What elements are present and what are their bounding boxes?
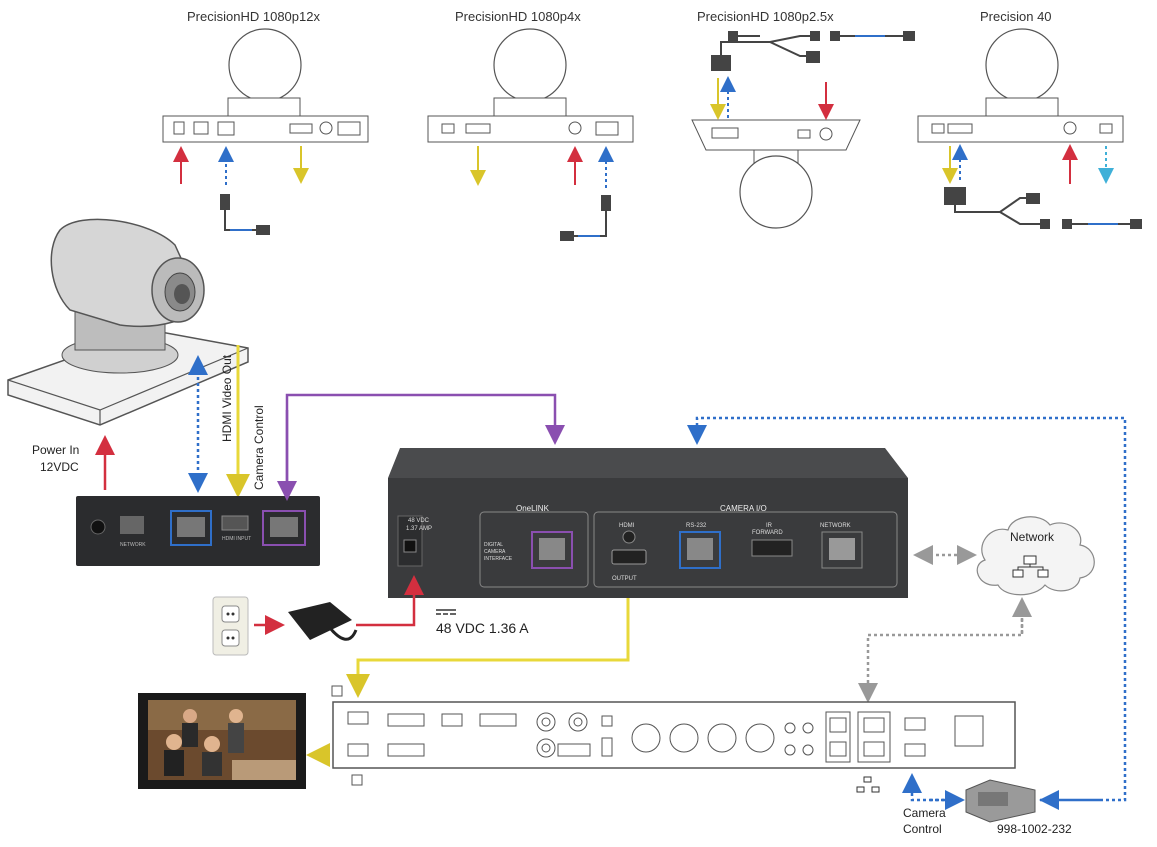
svg-text:IR: IR <box>766 523 773 529</box>
camera-1080p12x <box>162 28 369 235</box>
svg-text:1.37 AMP: 1.37 AMP <box>406 526 432 532</box>
camera-control-label: Camera Control <box>252 405 266 490</box>
svg-text:HDMI INPUT: HDMI INPUT <box>222 536 251 542</box>
power-outlet <box>212 596 249 656</box>
network-cloud-icon <box>976 516 1095 596</box>
svg-text:RS-232: RS-232 <box>686 523 707 529</box>
camera-title-2: PrecisionHD 1080p4x <box>455 9 581 24</box>
ptz-camera-illustration <box>7 218 249 426</box>
hdmi-video-out-label: HDMI Video Out <box>220 354 234 442</box>
svg-text:CAMERA: CAMERA <box>484 549 506 555</box>
part-number-label: 998-1002-232 <box>997 822 1072 836</box>
svg-text:INTERFACE: INTERFACE <box>484 556 513 562</box>
power-adapter <box>288 602 358 641</box>
camera-1080p2-5x <box>691 31 915 229</box>
svg-text:48 VDC: 48 VDC <box>408 518 430 524</box>
camera-title-1: PrecisionHD 1080p12x <box>187 9 320 24</box>
svg-text:CAMERA I/O: CAMERA I/O <box>720 504 767 513</box>
network-label: Network <box>1010 530 1055 544</box>
power-rating-label: 48 VDC 1.36 A <box>436 620 529 636</box>
svg-text:NETWORK: NETWORK <box>120 542 146 548</box>
camera-title-4: Precision 40 <box>980 9 1052 24</box>
camera-title-3: PrecisionHD 1080p2.5x <box>697 9 834 24</box>
svg-text:NETWORK: NETWORK <box>820 523 851 529</box>
codec-rear-panel <box>331 685 1016 786</box>
power-voltage-label: 12VDC <box>40 460 79 474</box>
network-icon-small <box>856 776 880 793</box>
power-in-label: Power In <box>32 443 80 457</box>
onelink-main-unit: 48 VDC 1.37 AMP OneLINK DIGITAL CAMERA I… <box>388 448 908 598</box>
svg-text:OneLINK: OneLINK <box>516 504 550 513</box>
rs232-adapter-device <box>965 779 1036 823</box>
svg-text:FORWARD: FORWARD <box>752 530 783 536</box>
camera-control-bottom-2: Control <box>903 822 942 836</box>
camera-control-bottom-1: Camera <box>903 806 946 820</box>
camera-precision-40 <box>917 28 1142 229</box>
svg-text:HDMI: HDMI <box>619 523 635 529</box>
camera-1080p4x <box>427 28 634 241</box>
svg-text:OUTPUT: OUTPUT <box>612 576 637 582</box>
svg-text:DIGITAL: DIGITAL <box>484 542 503 548</box>
camera-interface-board: NETWORK HDMI INPUT <box>76 496 320 566</box>
display-monitor <box>138 693 306 789</box>
